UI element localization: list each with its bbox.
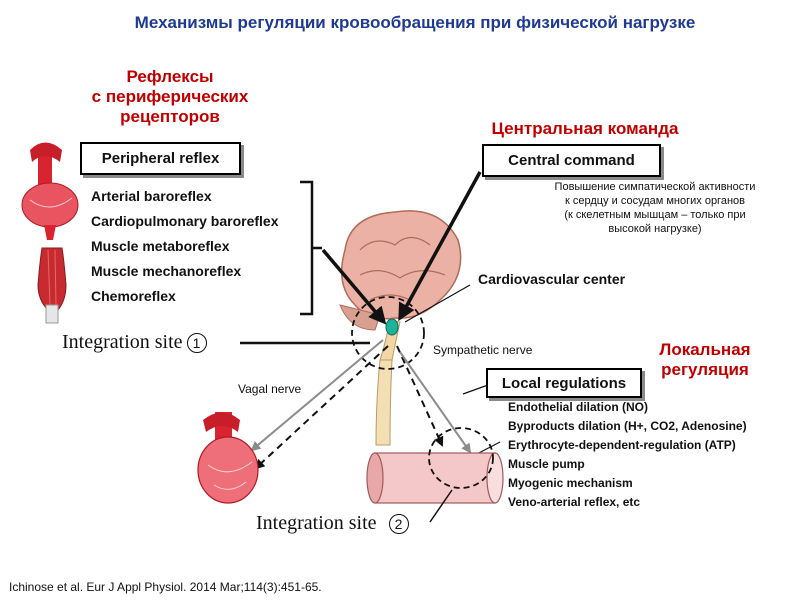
- cardiovascular-center-node: [385, 318, 399, 336]
- page-title: Механизмы регуляции кровообращения при ф…: [134, 13, 696, 32]
- integration-site-2-circle: [428, 427, 494, 489]
- integration-site-2-number: 2: [388, 514, 409, 535]
- peripheral-ru-line2: с периферических: [91, 87, 249, 106]
- local-ru-line2: регуляция: [661, 360, 749, 379]
- local-regulations-title: Local regulations: [501, 374, 627, 392]
- list-item: Muscle mechanoreflex: [91, 263, 242, 279]
- arrow-peripheral-to-center: [321, 248, 387, 325]
- line-cv-label: [404, 284, 471, 323]
- integration-site-1-number: 1: [186, 333, 207, 354]
- local-ru-label: Локальная регуляция: [630, 340, 780, 380]
- list-item: Cardiopulmonary baroreflex: [91, 213, 279, 229]
- reflex-bracket: [300, 180, 322, 316]
- arrow-central-to-center: [398, 171, 482, 322]
- list-item: Muscle pump: [508, 457, 585, 471]
- central-command-note: Повышение симпатической активности к сер…: [530, 180, 780, 236]
- peripheral-reflex-title: Peripheral reflex: [101, 150, 220, 167]
- list-item: Arterial baroreflex: [91, 188, 212, 204]
- citation: Ichinose et al. Eur J Appl Physiol. 2014…: [9, 580, 322, 594]
- vagal-nerve-label: Vagal nerve: [238, 382, 302, 396]
- peripheral-reflex-box: Peripheral reflex: [80, 142, 241, 175]
- brain-icon: [339, 210, 462, 446]
- blood-vessel-icon: [366, 452, 504, 504]
- integration-site-2-text: Integration site: [256, 512, 377, 534]
- arrow-sympathetic-heart: [254, 345, 389, 470]
- peripheral-ru-line3: рецепторов: [120, 107, 220, 126]
- heart-aorta-icon: [21, 142, 79, 240]
- integration-site-1-text: Integration site: [62, 331, 183, 353]
- note-line: (к скелетным мышцам – только при: [564, 209, 746, 221]
- local-regulations-list: Endothelial dilation (NO) Byproducts dil…: [508, 398, 798, 512]
- local-reg-pointer-1: [462, 384, 489, 395]
- integration-line-2: [429, 489, 453, 523]
- list-item: Endothelial dilation (NO): [508, 400, 648, 414]
- local-regulations-box: Local regulations: [486, 368, 642, 398]
- central-command-title: Central command: [508, 152, 635, 169]
- arrow-sympathetic-vessel: [396, 345, 444, 447]
- arrow-vagal: [250, 339, 384, 452]
- muscle-icon: [37, 247, 67, 324]
- list-item: Erythrocyte-dependent-regulation (ATP): [508, 438, 736, 452]
- peripheral-ru-line1: Рефлексы: [126, 67, 214, 86]
- central-command-box: Central command: [482, 144, 661, 177]
- list-item: Chemoreflex: [91, 288, 176, 304]
- heart-lower-icon: [197, 412, 259, 504]
- list-item: Muscle metaboreflex: [91, 238, 230, 254]
- list-item: Byproducts dilation (H+, CO2, Adenosine): [508, 419, 747, 433]
- arrow-gray-vessel: [399, 351, 472, 454]
- sympathetic-nerve-label: Sympathetic nerve: [433, 343, 533, 357]
- central-ru-label: Центральная команда: [491, 119, 679, 138]
- note-line: высокой нагрузке): [608, 223, 702, 235]
- note-line: Повышение симпатической активности: [554, 181, 756, 193]
- integration-site-1-circle: [351, 296, 425, 370]
- peripheral-ru-label: Рефлексы с периферических рецепторов: [60, 67, 280, 127]
- list-item: Veno-arterial reflex, etc: [508, 495, 641, 509]
- local-ru-line1: Локальная: [659, 340, 751, 359]
- integration-site-2-label: Integration site 2: [256, 512, 409, 535]
- list-item: Myogenic mechanism: [508, 476, 633, 490]
- note-line: к сердцу и сосудам многих органов: [565, 195, 745, 207]
- cardiovascular-center-label: Cardiovascular center: [478, 271, 626, 287]
- peripheral-reflex-list: Arterial baroreflex Cardiopulmonary baro…: [91, 184, 306, 309]
